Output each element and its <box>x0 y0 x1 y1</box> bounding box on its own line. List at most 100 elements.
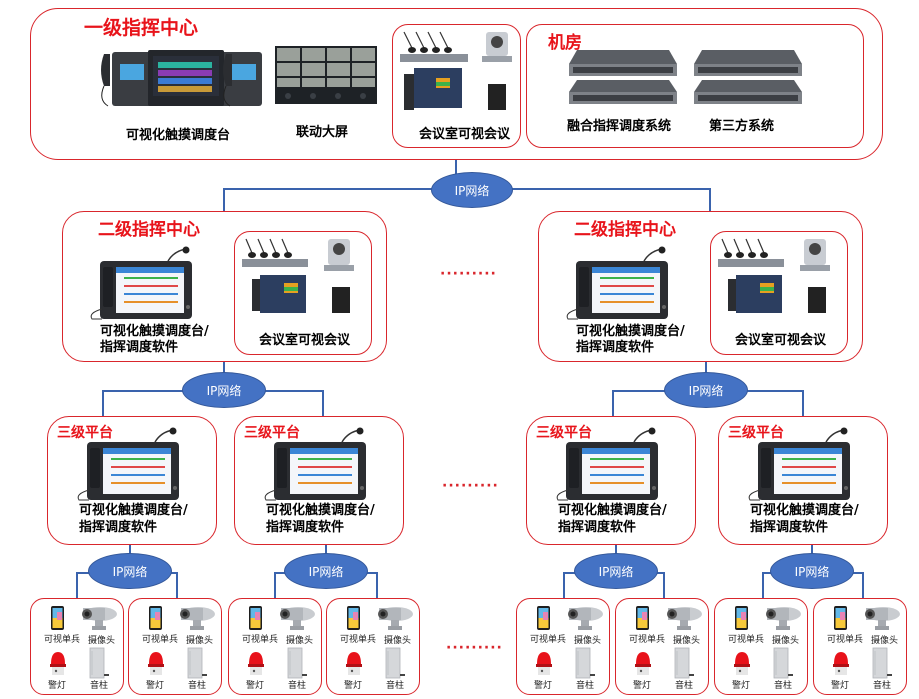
level1-console-label: 可视化触摸调度台 <box>126 128 231 143</box>
camera-icon <box>82 606 120 632</box>
level3-title: 三级平台 <box>57 425 113 441</box>
speaker-column-icon <box>186 647 208 680</box>
warning-light-icon <box>831 650 851 676</box>
level2-conference-label: 会议室可视会议 <box>259 333 351 348</box>
ip-network-node: IP网络 <box>182 372 266 408</box>
touch-dispatch-terminal-icon <box>77 427 187 506</box>
terminal-label-speaker: 音柱 <box>386 681 405 691</box>
terminal-label-camera: 摄像头 <box>574 636 602 646</box>
terminal-label-warning-light: 警灯 <box>48 681 67 691</box>
terminal-label-camera: 摄像头 <box>286 636 314 646</box>
connector-line <box>322 390 324 418</box>
mobile-terminal-icon <box>50 606 66 632</box>
terminal-label-speaker: 音柱 <box>774 681 793 691</box>
speaker-column-icon <box>574 647 596 680</box>
level3-console-label: 指挥调度软件 <box>79 520 158 535</box>
connector-line <box>102 390 104 418</box>
ellipsis-more-terminals: ········· <box>446 640 503 656</box>
connector-line <box>223 188 225 212</box>
connector-line <box>663 572 665 600</box>
connector-line <box>762 572 764 600</box>
warning-light-icon <box>146 650 166 676</box>
ip-network-node: IP网络 <box>664 372 748 408</box>
level2-console-label: 可视化触摸调度台/ <box>100 324 209 339</box>
server-rack-icon <box>569 50 677 104</box>
warning-light-icon <box>732 650 752 676</box>
connector-line <box>223 362 225 374</box>
conference-equipment-icon <box>400 31 512 110</box>
connector-line <box>612 390 614 418</box>
touch-dispatch-terminal-icon <box>264 427 374 506</box>
terminal-label-mobile: 可视单兵 <box>242 635 279 645</box>
mobile-terminal-icon <box>248 606 264 632</box>
mobile-terminal-icon <box>536 606 552 632</box>
connector-line <box>176 572 178 600</box>
server-rack-icon <box>694 50 802 104</box>
level3-console-label: 可视化触摸调度台/ <box>558 503 667 518</box>
warning-light-icon <box>246 650 266 676</box>
terminal-label-warning-light: 警灯 <box>831 681 850 691</box>
terminal-label-camera: 摄像头 <box>88 636 116 646</box>
warning-light-icon <box>344 650 364 676</box>
level3-console-label: 指挥调度软件 <box>750 520 829 535</box>
level2-conference-label: 会议室可视会议 <box>735 333 827 348</box>
ellipsis-more-level2: ········· <box>440 266 497 282</box>
speaker-column-icon <box>286 647 308 680</box>
terminal-label-mobile: 可视单兵 <box>728 635 765 645</box>
level1-videowall-label: 联动大屏 <box>296 125 349 140</box>
terminal-label-mobile: 可视单兵 <box>827 635 864 645</box>
touch-dispatch-terminal-icon <box>748 427 858 506</box>
terminal-label-camera: 摄像头 <box>186 636 214 646</box>
terminal-label-mobile: 可视单兵 <box>142 635 179 645</box>
mobile-terminal-icon <box>635 606 651 632</box>
level1-title: 一级指挥中心 <box>84 17 199 39</box>
connector-line <box>709 188 711 212</box>
level2-console-label: 指挥调度软件 <box>100 340 179 355</box>
speaker-column-icon <box>772 647 794 680</box>
ip-network-node: IP网络 <box>574 553 658 589</box>
ip-network-node: IP网络 <box>431 172 513 208</box>
connector-line <box>802 390 804 418</box>
connector-line <box>455 160 457 180</box>
camera-icon <box>766 606 804 632</box>
terminal-label-mobile: 可视单兵 <box>340 635 377 645</box>
conference-equipment-icon <box>240 237 358 317</box>
connector-line <box>862 572 864 600</box>
level3-console-label: 可视化触摸调度台/ <box>266 503 375 518</box>
terminal-label-warning-light: 警灯 <box>732 681 751 691</box>
terminal-label-mobile: 可视单兵 <box>530 635 567 645</box>
terminal-label-speaker: 音柱 <box>873 681 892 691</box>
level2-title: 二级指挥中心 <box>574 220 676 240</box>
terminal-label-warning-light: 警灯 <box>246 681 265 691</box>
camera-icon <box>180 606 218 632</box>
terminal-label-speaker: 音柱 <box>188 681 207 691</box>
level2-title: 二级指挥中心 <box>98 220 200 240</box>
camera-icon <box>865 606 903 632</box>
terminal-label-mobile: 可视单兵 <box>44 635 81 645</box>
connector-line <box>274 572 276 600</box>
touch-dispatch-terminal-icon <box>556 427 666 506</box>
terminal-group <box>714 598 808 695</box>
terminal-label-warning-light: 警灯 <box>146 681 165 691</box>
terminal-label-warning-light: 警灯 <box>633 681 652 691</box>
level2-console-label: 指挥调度软件 <box>576 340 655 355</box>
camera-icon <box>378 606 416 632</box>
speaker-column-icon <box>871 647 893 680</box>
terminal-label-speaker: 音柱 <box>288 681 307 691</box>
connector-line <box>325 545 327 557</box>
speaker-column-icon <box>384 647 406 680</box>
level3-title: 三级平台 <box>244 425 300 441</box>
terminal-label-mobile: 可视单兵 <box>629 635 666 645</box>
server-room-title: 机房 <box>548 33 582 53</box>
level1-conference-label: 会议室可视会议 <box>419 127 511 142</box>
system-label-fusion: 融合指挥调度系统 <box>567 119 672 134</box>
video-wall-icon <box>275 46 377 104</box>
terminal-label-warning-light: 警灯 <box>534 681 553 691</box>
camera-icon <box>280 606 318 632</box>
camera-icon <box>568 606 606 632</box>
connector-line <box>76 572 78 600</box>
warning-light-icon <box>48 650 68 676</box>
camera-icon <box>667 606 705 632</box>
level3-console-label: 指挥调度软件 <box>558 520 637 535</box>
touch-dispatch-terminal-icon <box>566 246 676 325</box>
